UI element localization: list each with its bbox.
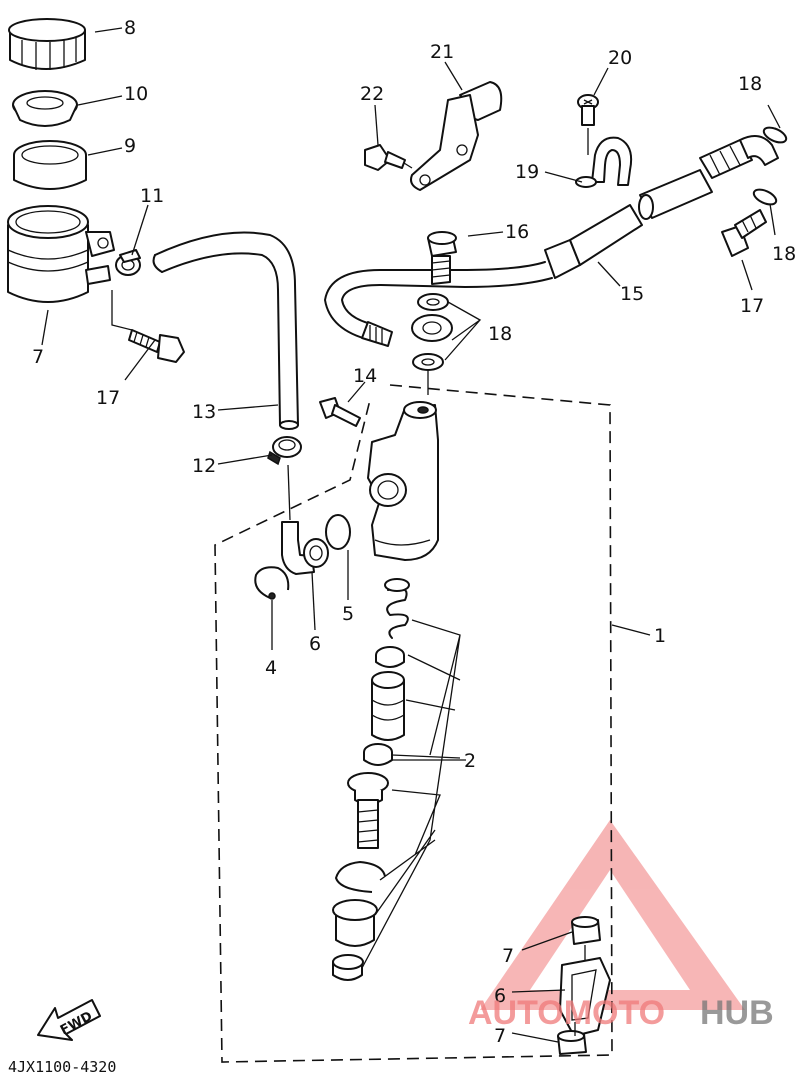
copper-washer-d <box>752 188 778 206</box>
o-ring <box>325 514 351 550</box>
master-cylinder-body <box>367 401 439 561</box>
callout-18-top: 18 <box>738 73 762 95</box>
hose-clamp-lower <box>267 436 302 466</box>
callout-12-upper: 11 <box>140 185 164 207</box>
callout-15: 17 <box>96 387 120 409</box>
leader-line-8-15 <box>111 290 133 331</box>
callout-5: 6 <box>309 633 321 655</box>
callout-18-right: 18 <box>772 243 796 265</box>
callout-22: 22 <box>360 83 384 105</box>
callout-8: 7 <box>32 346 44 368</box>
copper-washer-b-hole <box>421 358 435 366</box>
reservoir-cap <box>8 18 86 70</box>
hose-joint <box>281 521 329 575</box>
copper-washer-c <box>762 126 788 144</box>
watermark-text: AUTOMOTO HUB <box>468 994 774 1032</box>
callout-numbers: 8 10 9 11 7 17 13 12 14 16 15 18 17 18 1… <box>32 17 796 1047</box>
lock-nut-lower <box>557 1030 587 1055</box>
callout-18-left: 18 <box>488 323 512 345</box>
hose-bracket <box>410 81 503 191</box>
callout-11: 10 <box>124 83 148 105</box>
union-bolt-upper <box>427 231 457 285</box>
clamp-screw <box>577 94 599 155</box>
copper-washer-a <box>417 293 449 311</box>
callout-6: 6 <box>494 985 506 1007</box>
callout-7-upper: 7 <box>502 945 514 967</box>
callout-14: 14 <box>353 365 377 387</box>
brake-hose <box>324 135 779 347</box>
callout-9: 8 <box>124 17 136 39</box>
callout-3: 5 <box>342 603 354 625</box>
hose-clamp-upper <box>115 249 141 276</box>
part-code: 4JX1100-4320 <box>8 1058 116 1076</box>
callout-17-upper: 16 <box>505 221 529 243</box>
forward-arrow: FWD <box>37 999 101 1041</box>
assembly-boundary <box>214 384 613 1063</box>
leader-line-hose-joint <box>287 464 291 521</box>
watermark-brand-left: AUTOMOTO <box>468 994 665 1032</box>
callout-17-right: 17 <box>740 295 764 317</box>
leader-clevis <box>574 945 586 1036</box>
diaphragm <box>12 90 78 127</box>
leader-lines-2 <box>361 619 461 969</box>
diaphragm-plate <box>13 140 87 190</box>
callout-13: 13 <box>192 401 216 423</box>
callout-21: 21 <box>430 41 454 63</box>
clevis-joint <box>559 957 611 1037</box>
copper-washer-a-hole <box>426 298 440 306</box>
watermark-logo <box>480 820 745 1010</box>
callout-20: 20 <box>608 47 632 69</box>
watermark-brand-right: HUB <box>700 994 774 1032</box>
reservoir-tank <box>7 205 115 303</box>
callout-leaders <box>41 27 781 1043</box>
callout-19: 19 <box>515 161 539 183</box>
callout-16: 15 <box>620 283 644 305</box>
cylinder-bolt <box>319 397 361 427</box>
hose-guide-clamp <box>575 136 633 188</box>
piston-kit <box>332 578 410 981</box>
reservoir-bolt <box>128 329 185 363</box>
callout-2: 2 <box>464 750 476 772</box>
lock-nut-upper <box>571 916 601 945</box>
callout-12-lower: 12 <box>192 455 216 477</box>
callout-10: 9 <box>124 135 136 157</box>
callout-1: 1 <box>654 625 666 647</box>
callout-7-lower: 7 <box>494 1025 506 1047</box>
reservoir-hose <box>152 231 299 430</box>
leader-lines-18 <box>444 301 482 361</box>
callout-4: 4 <box>265 657 277 679</box>
circlip-small <box>254 566 290 600</box>
copper-washer-b <box>412 353 444 371</box>
bracket-bolt <box>364 144 413 171</box>
union-bolt-lower <box>721 209 767 257</box>
